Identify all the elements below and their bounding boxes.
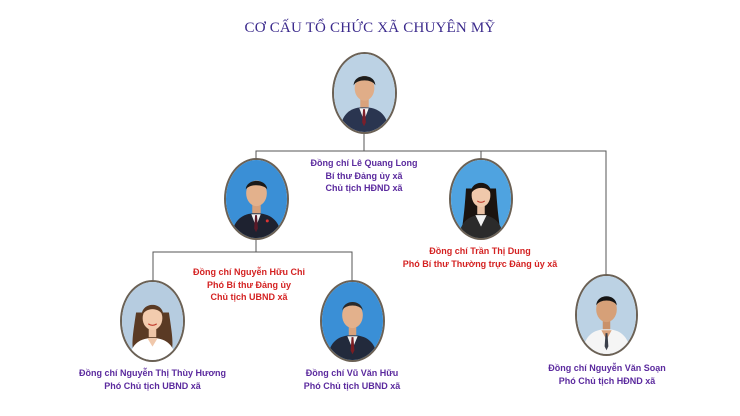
label-le-quang-long: Đồng chí Lê Quang Long Bí thư Đảng ủy xã… [284,157,444,195]
member-name: Đồng chí Trần Thị Dung [429,246,531,256]
label-nguyen-thi-thuy-huong: Đồng chí Nguyễn Thị Thùy Hương Phó Chủ t… [65,367,240,392]
member-role: Chủ tịch UBND xã [210,292,288,302]
label-nguyen-huu-chi: Đồng chí Nguyễn Hữu Chi Phó Bí thư Đảng … [169,266,329,304]
member-role: Phó Bí thư Đảng ủy [206,279,291,290]
member-role: Phó Bí thư Thường trực Đảng ủy xã [402,258,558,269]
member-name: Đồng chí Lê Quang Long [310,158,418,168]
member-role: Phó Chủ tịch UBND xã [303,380,401,391]
member-name: Đồng chí Nguyễn Thị Thùy Hương [79,368,226,378]
portrait-nguyen-huu-chi [224,158,289,240]
chart-title: CƠ CẤU TỔ CHỨC XÃ CHUYÊN MỸ [244,20,496,36]
portrait-nguyen-thi-thuy-huong [120,280,185,362]
label-tran-thi-dung: Đồng chí Trần Thị Dung Phó Bí thư Thường… [390,245,570,270]
member-name: Đồng chí Nguyễn Hữu Chi [192,267,305,277]
connector-second-row [152,251,353,281]
portrait-tran-thi-dung [449,158,513,240]
member-role: Phó Chủ tịch UBND xã [104,380,201,391]
member-role: Bí thư Đảng ủy xã [325,170,403,181]
portrait-vu-van-huu [320,280,385,362]
portrait-le-quang-long [332,52,397,134]
label-nguyen-van-soan: Đồng chí Nguyễn Văn Soạn Phó Chủ tịch HĐ… [527,362,687,387]
label-vu-van-huu: Đồng chí Vũ Văn Hữu Phó Chủ tịch UBND xã [277,367,427,392]
member-name: Đồng chí Vũ Văn Hữu [305,368,399,378]
member-role: Chủ tịch HĐND xã [325,183,403,193]
member-name: Đồng chí Nguyễn Văn Soạn [548,363,666,373]
member-role: Phó Chủ tịch HĐND xã [558,375,656,386]
portrait-nguyen-van-soan [575,274,638,356]
